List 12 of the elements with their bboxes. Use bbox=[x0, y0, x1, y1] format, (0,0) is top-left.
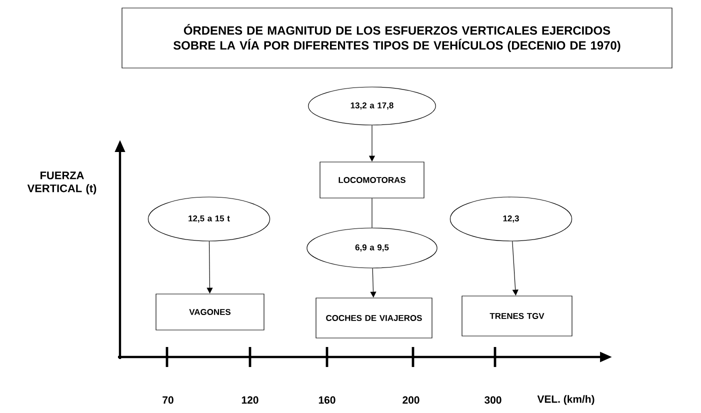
tick-label: 160 bbox=[318, 396, 336, 404]
title-box: ÓRDENES DE MAGNITUD DE LOS ESFUERZOS VERTICALES EJERCIDOS SOBRE LA VÍA POR DIFERENTES TIPOS DE VEHÍCULOS (DECENIO DE 1970) bbox=[122, 8, 672, 68]
vehicle-box: LOCOMOTORAS bbox=[320, 162, 424, 198]
tick-label: 70 bbox=[162, 396, 174, 404]
tick-label: 300 bbox=[484, 396, 502, 404]
vehicle-box: VAGONES bbox=[156, 294, 264, 330]
vehicle-box: TRENES TGV bbox=[462, 296, 572, 336]
axis-title: VEL. (km/h) bbox=[537, 395, 594, 405]
tick-label: 200 bbox=[402, 396, 420, 404]
vehicle-box: COCHES DE VIAJEROS bbox=[316, 298, 432, 338]
axis-title: FUERZA VERTICAL (t) bbox=[27, 172, 96, 194]
tick-label: 120 bbox=[242, 396, 258, 404]
